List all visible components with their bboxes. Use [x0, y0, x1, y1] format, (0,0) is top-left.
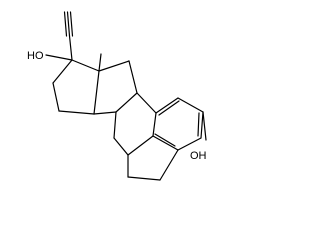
hydroxyl-label-top: HO — [27, 50, 44, 62]
ethynyl-group — [63, 11, 74, 61]
methyl-bond — [98, 53, 102, 72]
hydroxyl-bond — [202, 111, 207, 141]
hydroxyl-label-right: OH — [190, 150, 207, 162]
ring-c — [93, 60, 138, 115]
bottom-ring — [127, 149, 179, 181]
ring-a — [152, 97, 204, 151]
ring-b — [113, 92, 157, 156]
molecule-structure: HO OH — [27, 11, 207, 181]
ring-d — [45, 54, 100, 115]
